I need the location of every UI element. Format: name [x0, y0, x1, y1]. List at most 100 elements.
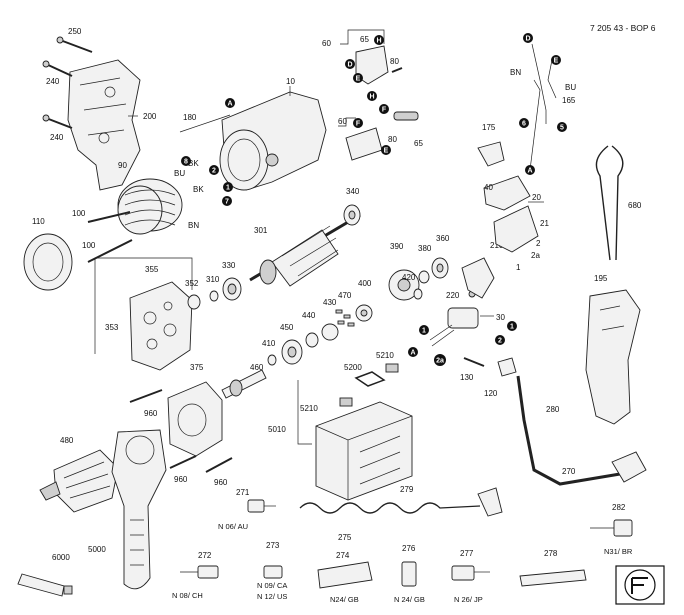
marker-A-2: A [525, 165, 535, 175]
label-390: 390 [390, 242, 404, 251]
case-latch-5210b [339, 397, 353, 407]
bearing-450 [281, 339, 303, 365]
svg-text:2a: 2a [436, 358, 444, 365]
switch-trigger-210 [461, 257, 495, 299]
label-200: 200 [143, 112, 157, 121]
switch-assembly-40 [483, 175, 539, 253]
label-165: 165 [562, 96, 576, 105]
carry-case-5010 [315, 401, 413, 501]
wire-clip-680 [595, 145, 624, 261]
caption-273a: N 09/ CA [257, 581, 287, 590]
handle-cover-195 [585, 289, 641, 425]
washer-420 [413, 288, 423, 300]
label-1: 1 [516, 263, 521, 272]
svg-text:8: 8 [184, 159, 188, 166]
label-240b: 240 [50, 133, 64, 142]
front-housing-375 [167, 381, 223, 457]
svg-text:1: 1 [422, 328, 426, 335]
bearing-360 [431, 257, 449, 279]
label-2: 2 [536, 239, 541, 248]
label-340: 340 [346, 187, 360, 196]
label-130: 130 [460, 373, 474, 382]
ring-440 [305, 332, 319, 348]
label-60b: 60 [338, 117, 347, 126]
marker-A-1: A [225, 98, 235, 108]
fein-logo-icon [615, 565, 665, 605]
suppressor-lower [345, 111, 419, 161]
field-coil-part [117, 178, 183, 235]
gear-400 [355, 304, 373, 322]
label-5010: 5010 [268, 425, 286, 434]
wire-bu: BU [174, 169, 185, 178]
armature-part [249, 213, 361, 287]
marker-E-1: E [353, 73, 363, 83]
label-272: 272 [198, 551, 212, 560]
label-195: 195 [594, 274, 608, 283]
caption-271: N 06/ AU [218, 522, 248, 531]
label-355: 355 [145, 265, 159, 274]
marker-F-1: F [379, 104, 389, 114]
marker-E-3: E [551, 55, 561, 65]
caption-273b: N 12/ US [257, 592, 287, 601]
label-30: 30 [496, 313, 505, 322]
svg-text:F: F [382, 107, 387, 114]
label-960a: 960 [144, 409, 158, 418]
wire-bn-right: BN [510, 68, 521, 77]
label-271: 271 [236, 488, 250, 497]
svg-text:2: 2 [212, 168, 216, 175]
plug-271 [247, 499, 276, 513]
label-470: 470 [338, 291, 352, 300]
label-250: 250 [68, 27, 82, 36]
wire-bn: BN [188, 221, 199, 230]
svg-text:A: A [410, 350, 415, 357]
label-680: 680 [628, 201, 642, 210]
svg-text:D: D [525, 36, 530, 43]
gear-430 [321, 323, 339, 341]
marker-1: 1 [223, 182, 233, 192]
label-960c: 960 [214, 478, 228, 487]
label-274: 274 [336, 551, 350, 560]
coiled-cable-279 [299, 487, 503, 517]
svg-text:H: H [369, 94, 374, 101]
brush-ring-part [23, 233, 73, 291]
svg-text:F: F [356, 121, 361, 128]
plug-277 [451, 565, 490, 581]
svg-text:A: A [227, 101, 232, 108]
label-80a: 80 [390, 57, 399, 66]
label-110: 110 [32, 217, 45, 226]
label-280: 280 [546, 405, 560, 414]
svg-text:D: D [347, 62, 352, 69]
label-277: 277 [460, 549, 474, 558]
marker-E-2: E [381, 145, 391, 155]
label-275: 275 [338, 533, 352, 542]
label-270: 270 [562, 467, 576, 476]
label-450: 450 [280, 323, 294, 332]
case-latch-5210a [385, 363, 399, 373]
label-65a: 65 [360, 35, 369, 44]
screw-240a [42, 60, 73, 77]
label-279: 279 [400, 485, 414, 494]
label-220: 220 [446, 291, 460, 300]
power-cable-280 [516, 375, 647, 486]
document-code: 7 205 43 - BOP 6 [590, 23, 656, 33]
washer-410 [267, 354, 277, 366]
screw-80a [391, 67, 403, 73]
label-20: 20 [532, 193, 541, 202]
svg-text:H: H [376, 38, 381, 45]
marker-5: 5 [557, 122, 567, 132]
label-5210a: 5210 [376, 351, 394, 360]
plug-276 [401, 561, 417, 587]
svg-text:E: E [384, 148, 389, 155]
label-353: 353 [105, 323, 119, 332]
wire-bk-2: BK [193, 185, 204, 194]
plug-273 [263, 565, 283, 579]
caption-272: N 08/ CH [172, 591, 203, 600]
marker-2a: 2a [434, 354, 446, 366]
label-273: 273 [266, 541, 280, 550]
pins-470 [335, 309, 355, 327]
screw-100a [87, 211, 131, 223]
label-360: 360 [436, 234, 450, 243]
screw-240b [42, 114, 73, 129]
marker-8: 8 [181, 156, 191, 166]
